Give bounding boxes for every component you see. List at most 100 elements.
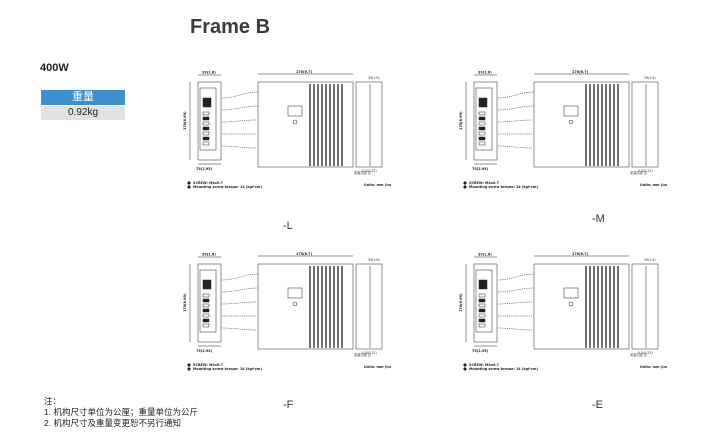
label-plate xyxy=(287,287,303,299)
cable-line xyxy=(497,91,535,99)
display-block xyxy=(478,97,488,108)
connector-pin xyxy=(202,116,210,121)
connector-pin xyxy=(202,323,210,328)
connector-pin xyxy=(202,131,210,136)
mount-dimension: 5.5(0.22) xyxy=(638,351,653,355)
cable-line xyxy=(497,327,533,331)
connector-pin xyxy=(202,111,210,116)
end-width-dimension: 39(1.6) xyxy=(644,76,656,80)
connector-pin xyxy=(202,121,210,126)
depth-dimension: 170(6.7) xyxy=(572,70,589,74)
display-block xyxy=(202,279,212,290)
legend-torque: Mounting screw torque: 14 (kgf-cm) xyxy=(193,185,262,189)
base-dimension: 75(2.95) xyxy=(196,349,213,353)
depth-dimension: 170(6.7) xyxy=(572,252,589,256)
label-plate xyxy=(563,105,579,117)
legend-screw: SCREW: M4x0.7 xyxy=(193,363,224,367)
cable-line xyxy=(497,105,535,111)
display-block xyxy=(478,279,488,290)
connector-pin xyxy=(478,308,486,313)
connector-pin xyxy=(202,308,210,313)
width-dimension: 39(1.6) xyxy=(202,71,216,75)
display-block xyxy=(202,97,212,108)
legend-bullet xyxy=(187,181,191,185)
legend-screw: SCREW: M4x0.7 xyxy=(469,363,500,367)
legend-screw: SCREW: M4x0.7 xyxy=(469,181,500,185)
mount-dimension: 5.5(0.22) xyxy=(362,351,377,355)
notes: 注： 1. 机构尺寸单位为公厘；重量单位为公斤 2. 机构尺寸及重量变更恕不另行… xyxy=(44,396,198,429)
base-dimension: 75(2.95) xyxy=(196,167,213,171)
suffix-l: -L xyxy=(283,220,293,232)
end-width-dimension: 39(1.6) xyxy=(368,258,380,262)
cable-group xyxy=(221,273,259,331)
cable-group xyxy=(497,91,535,149)
drawing-m: 170(6.69) 75(2.95) 39(1.6) 170(6.7) 39(1.6) 5… xyxy=(452,70,672,200)
cable-line xyxy=(497,287,535,293)
units-label: Units: mm (inch) xyxy=(640,365,667,369)
side-view-outline xyxy=(533,263,630,350)
cable-line xyxy=(497,145,533,149)
connector-pin xyxy=(202,303,210,308)
legend-bullet xyxy=(463,363,467,367)
model-label: 400W xyxy=(40,62,69,74)
cable-line xyxy=(221,301,257,305)
mount-dimension: 5.5(0.22) xyxy=(638,169,653,173)
legend-bullet xyxy=(463,367,467,371)
legend-bullet xyxy=(187,185,191,189)
depth-dimension: 170(6.7) xyxy=(296,252,313,256)
weight-table-value: 0.92kg xyxy=(41,106,125,120)
legend-torque: Mounting screw torque: 14 (kgf-cm) xyxy=(469,185,538,189)
depth-dimension: 170(6.7) xyxy=(296,70,313,74)
legend-torque: Mounting screw torque: 14 (kgf-cm) xyxy=(193,367,262,371)
width-dimension: 39(1.6) xyxy=(478,253,492,257)
base-dimension: 75(2.95) xyxy=(472,167,489,171)
cable-group xyxy=(221,91,259,149)
height-dimension: 170(6.69) xyxy=(183,111,187,130)
drawing-svg: 170(6.69) 75(2.95) 39(1.6) 170(6.7) 39(1.6) 5… xyxy=(183,70,396,189)
connector-pin xyxy=(478,111,486,116)
label-plate xyxy=(563,287,579,299)
units-label: Units: mm (inch) xyxy=(364,183,391,187)
connector-pin xyxy=(202,293,210,298)
cable-line xyxy=(221,119,257,123)
legend-torque: Mounting screw torque: 14 (kgf-cm) xyxy=(469,367,538,371)
mount-dimension: 5.5(0.22) xyxy=(362,169,377,173)
units-label: Units: mm (inch) xyxy=(364,365,391,369)
height-dimension: 170(6.69) xyxy=(459,111,463,130)
connector-pin xyxy=(202,136,210,141)
end-width-dimension: 39(1.6) xyxy=(368,76,380,80)
cable-line xyxy=(221,287,259,293)
note-item: 2. 机构尺寸及重量变更恕不另行通知 xyxy=(44,418,181,428)
connector-pin xyxy=(478,141,486,146)
connector-pin xyxy=(202,298,210,303)
end-view-outline xyxy=(631,263,659,350)
drawing-f: 170(6.69)75(2.95)39(1.6)170(6.7)39(1.6)5… xyxy=(176,252,396,382)
front-view-outline xyxy=(473,81,498,161)
suffix-e: -E xyxy=(592,399,603,411)
front-view-outline xyxy=(197,81,222,161)
end-view-outline xyxy=(631,81,659,168)
end-view-outline xyxy=(355,263,383,350)
mount-note: 安装孔距 见 xyxy=(630,170,648,175)
drawing-lines xyxy=(463,255,659,371)
connector-pin xyxy=(202,141,210,146)
notes-heading: 注： xyxy=(44,396,62,406)
suffix-m: -M xyxy=(592,213,605,225)
cable-line xyxy=(497,301,533,305)
units-label: Units: mm (inch) xyxy=(640,183,667,187)
width-dimension: 39(1.6) xyxy=(478,71,492,75)
side-view-outline xyxy=(257,81,354,168)
drawing-e: 170(6.69)75(2.95)39(1.6)170(6.7)39(1.6)5… xyxy=(452,252,672,382)
drawing-svg: 170(6.69) 75(2.95) 39(1.6) 170(6.7) 39(1.6) 5… xyxy=(459,70,672,189)
drawing-l: 170(6.69) 75(2.95) 39(1.6) 170(6.7) 39(1.6) 5… xyxy=(176,70,396,200)
cable-line xyxy=(221,327,257,331)
connector-pin xyxy=(478,136,486,141)
end-view-outline xyxy=(355,81,383,168)
connector-pin xyxy=(478,298,486,303)
cable-line xyxy=(497,273,535,281)
screw-hole xyxy=(292,301,298,307)
side-view-outline xyxy=(257,263,354,350)
connector-pin xyxy=(478,121,486,126)
connector-pin xyxy=(478,323,486,328)
legend-screw: SCREW: M4x0.7 xyxy=(193,181,224,185)
